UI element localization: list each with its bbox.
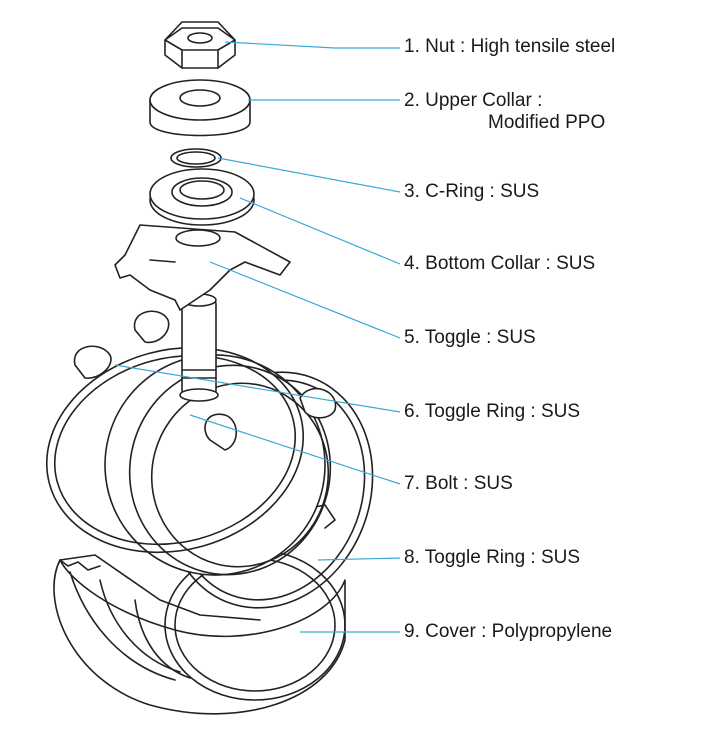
upper-collar-part: [149, 79, 251, 137]
part-label-8: 8. Toggle Ring : SUS: [404, 547, 581, 568]
part-label-7: 7. Bolt : SUS: [404, 473, 513, 494]
toggle-ring-upper-part: [45, 310, 337, 554]
housing-ring-part: [104, 354, 332, 576]
part-label-4: 4. Bottom Collar : SUS: [404, 253, 596, 274]
part-label-9: 9. Cover : Polypropylene: [404, 621, 613, 642]
bolt-part: [179, 293, 219, 402]
nut-part: [164, 21, 236, 69]
part-label-1: 1. Nut : High tensile steel: [404, 36, 616, 57]
cover-part: [53, 504, 346, 715]
part-label-2: 2. Upper Collar :Modified PPO: [404, 90, 606, 133]
part-label-5: 5. Toggle : SUS: [404, 327, 536, 348]
toggle-part: [114, 224, 291, 311]
leader-lines: [114, 41, 401, 633]
c-ring-part: [170, 148, 222, 168]
part-label-6: 6. Toggle Ring : SUS: [404, 401, 581, 422]
bottom-collar-part: [149, 168, 255, 226]
part-label-3: 3. C-Ring : SUS: [404, 181, 540, 202]
